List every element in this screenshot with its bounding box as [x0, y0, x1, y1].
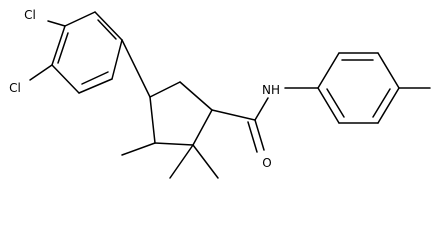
bond: [154, 142, 194, 146]
bond: [57, 32, 69, 64]
bond: [372, 88, 391, 118]
bond: [78, 78, 113, 94]
bond: [94, 11, 123, 41]
bond-to-cl-top: [47, 20, 66, 27]
bond: [81, 71, 109, 85]
double-bond-co: [254, 119, 265, 151]
bond: [317, 87, 340, 124]
atom-label-o: O: [262, 156, 271, 170]
atom-label-cl: Cl: [24, 8, 36, 22]
bond: [149, 96, 156, 144]
bond: [64, 11, 96, 27]
dichlorophenyl-ring: [51, 11, 123, 94]
bond: [51, 25, 66, 66]
bond-methyl: [192, 144, 219, 179]
bond: [97, 19, 117, 40]
bond: [326, 88, 345, 118]
bond: [192, 109, 213, 146]
bond-to-carbonyl: [211, 109, 256, 121]
cyclopentane-ring: [149, 81, 213, 146]
bond: [377, 52, 400, 89]
atom-label-nh: NH: [262, 83, 280, 97]
tolyl-ring: [317, 52, 400, 124]
bond: [111, 39, 123, 80]
bond-aryl-to-cyclopentane: [121, 39, 151, 98]
double-bond-co: [247, 121, 258, 153]
atom-label-cl: Cl: [9, 81, 21, 95]
bond: [377, 87, 400, 124]
bond: [51, 64, 80, 94]
bond: [149, 81, 181, 98]
bond-c-n: [254, 97, 269, 121]
bond: [179, 81, 213, 111]
bond-methyl: [169, 144, 194, 179]
bond-methyl: [121, 142, 156, 156]
bond-to-cl-left: [29, 64, 53, 81]
bond: [317, 52, 340, 89]
molecule-structure: Cl Cl NH O: [9, 8, 431, 179]
